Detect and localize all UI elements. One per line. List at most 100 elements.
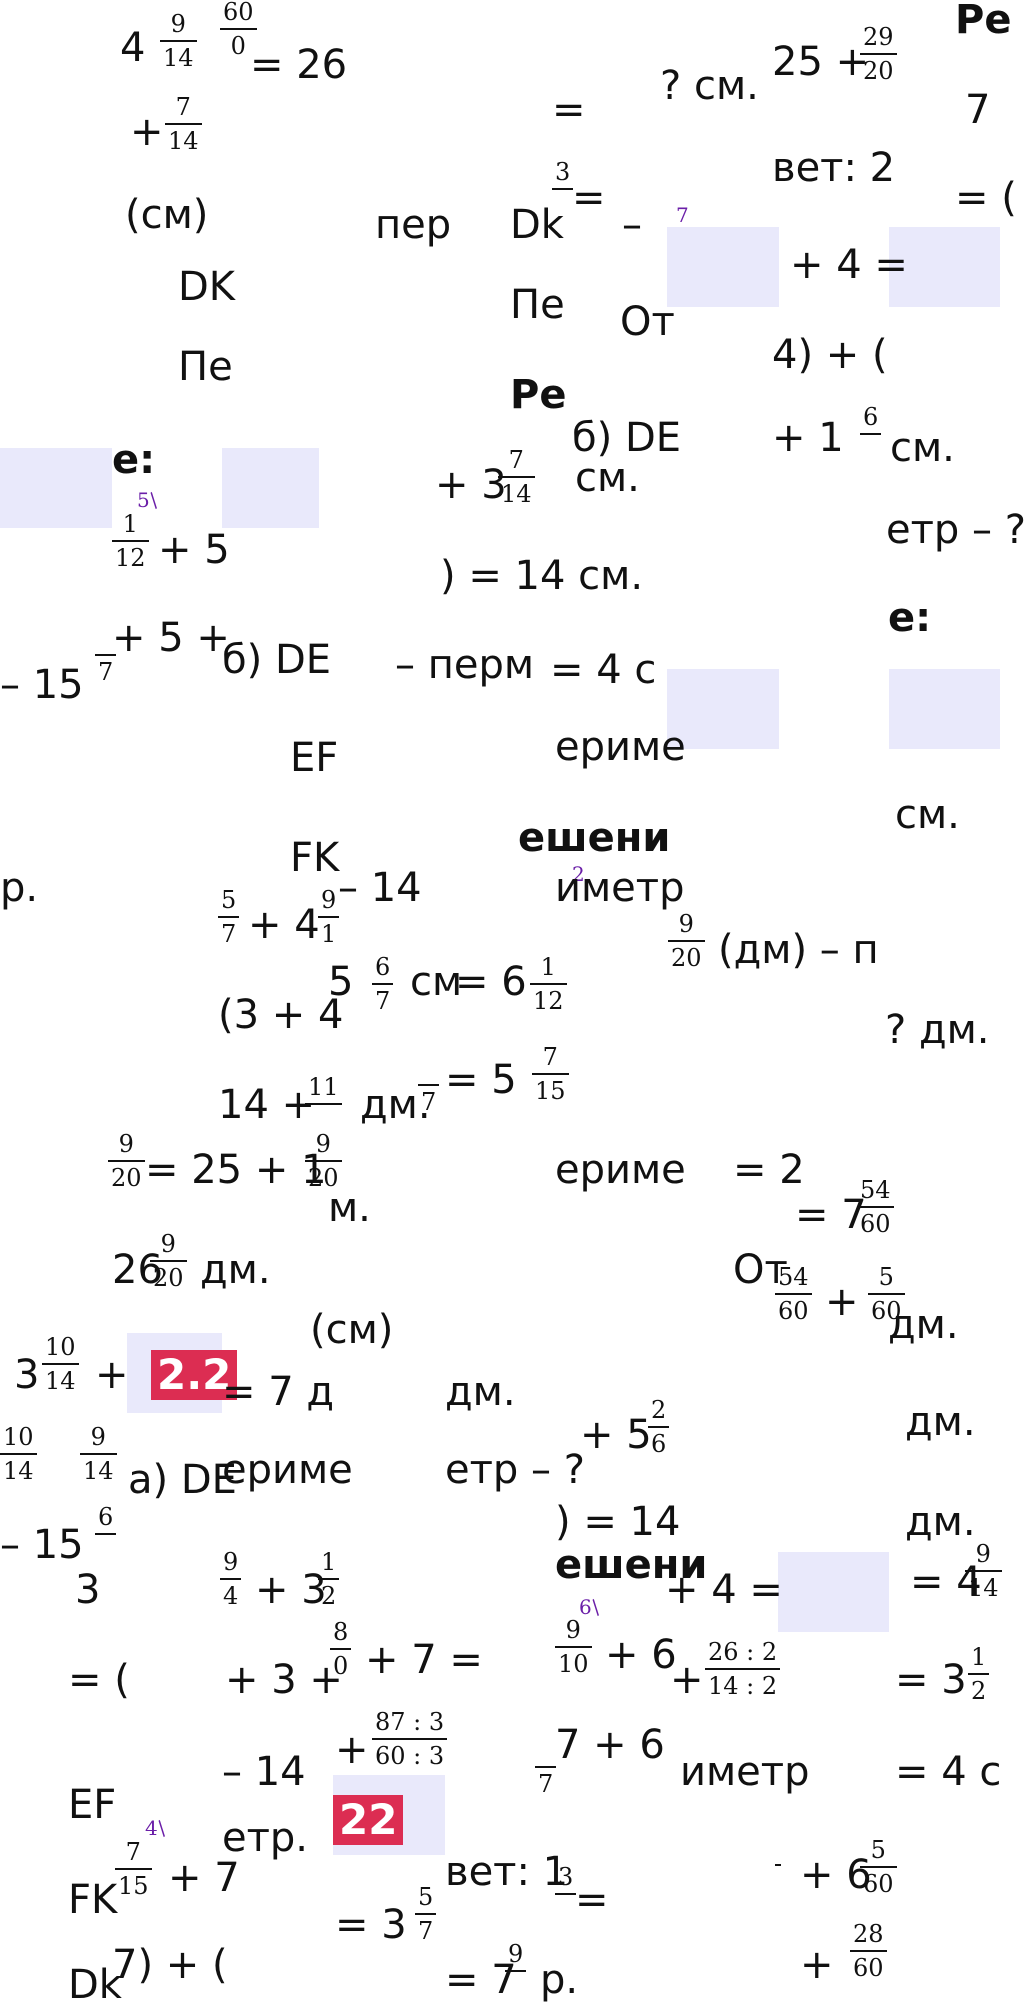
text-fragment: дм. <box>445 1369 516 1415</box>
text-fragment: = 7 <box>445 1957 517 2003</box>
text-fragment: 5 <box>328 959 354 1005</box>
text-fragment: = 3 <box>895 1657 967 1703</box>
highlight-box <box>0 448 112 528</box>
text-fragment: 3 <box>14 1352 40 1398</box>
text-fragment: 7) + ( <box>112 1942 228 1988</box>
text-fragment: + <box>825 1279 859 1325</box>
text-fragment: = 7 <box>795 1192 867 1238</box>
text-fragment: + 5 + <box>112 615 230 661</box>
text-fragment: – 14 <box>338 865 422 911</box>
text-fragment: + 3 <box>255 1567 327 1613</box>
text-fragment: б) DE <box>572 415 682 461</box>
text-fragment: 7 <box>965 87 991 133</box>
cancel-mark: 4/ <box>145 1816 171 1840</box>
fraction: 7 <box>535 1762 557 1796</box>
text-fragment: ) = 14 см. <box>440 553 644 599</box>
text-fragment: EF <box>68 1782 117 1828</box>
text-fragment: 3 <box>75 1567 101 1613</box>
text-fragment: = 4 <box>910 1559 982 1605</box>
text-fragment: етр – ? <box>886 507 1026 553</box>
text-fragment: дм. <box>888 1302 959 1348</box>
text-fragment: етр – ? <box>445 1447 585 1493</box>
text-fragment: ериме <box>555 1147 686 1193</box>
text-fragment: б) DE <box>222 637 332 683</box>
text-fragment: 7 + 6 <box>555 1722 665 1768</box>
text-fragment: (см) <box>125 192 209 238</box>
text-fragment: = 7 д <box>222 1369 335 1415</box>
text-fragment: иметр <box>555 865 685 911</box>
text-fragment: (см) <box>310 1307 394 1353</box>
text-fragment: (3 + 4 <box>218 992 344 1038</box>
text-fragment: = <box>575 1877 609 1923</box>
text-fragment: Dk <box>510 202 564 248</box>
text-fragment: р. <box>540 1957 579 2003</box>
text-fragment: м. <box>328 1185 371 1231</box>
text-fragment: = 2 <box>733 1147 805 1193</box>
text-fragment: + 6 <box>605 1632 677 1678</box>
text-fragment: см. <box>895 792 960 838</box>
text-fragment: + <box>670 1657 704 1703</box>
text-fragment: = 6 <box>455 959 527 1005</box>
text-fragment: + 3 + <box>225 1657 343 1703</box>
text-fragment: = <box>572 175 606 221</box>
text-fragment: = 3 <box>335 1902 407 1948</box>
fraction: 6 <box>860 405 882 439</box>
fraction: 3 <box>555 1865 577 1899</box>
text-fragment: Пе <box>178 344 233 390</box>
text-fragment: дм. <box>360 1082 431 1128</box>
text-fragment: 14 + <box>218 1082 316 1128</box>
text-fragment: + 6 <box>800 1852 872 1898</box>
text-fragment: Ре <box>510 372 567 418</box>
text-fragment: ериме <box>555 724 686 770</box>
text-fragment: 25 + <box>772 39 870 85</box>
cancel-mark: 2 <box>572 862 585 886</box>
text-fragment: + <box>95 1352 129 1398</box>
text-fragment: р. <box>0 865 39 911</box>
text-fragment: пер <box>375 202 452 248</box>
cancel-mark: 6/ <box>579 1595 605 1619</box>
text-fragment: = 5 <box>445 1057 517 1103</box>
text-fragment: DK <box>178 264 236 310</box>
text-fragment: = ( <box>68 1657 130 1703</box>
text-fragment: етр. <box>222 1815 309 1861</box>
text-fragment: Dk <box>68 1962 122 2008</box>
text-fragment: – 14 <box>222 1749 306 1795</box>
text-fragment: дм. <box>905 1399 976 1445</box>
cancel-mark: 5/ <box>137 488 163 512</box>
text-fragment: + 4 = <box>665 1567 783 1613</box>
highlight-box <box>889 669 1000 749</box>
text-fragment: ? дм. <box>885 1007 990 1053</box>
text-fragment: 4 <box>120 25 146 71</box>
fraction: 11 <box>305 1075 342 1109</box>
text-fragment: ешени <box>555 1542 708 1588</box>
text-fragment: 26 <box>112 1247 163 1293</box>
text-fragment: 4) + ( <box>772 332 888 378</box>
text-fragment: + <box>130 109 164 155</box>
text-fragment: вет: 2 <box>772 145 896 191</box>
text-fragment: = 25 + 1 <box>145 1147 327 1193</box>
text-fragment: + 5 <box>158 527 230 573</box>
highlight-box <box>667 227 779 307</box>
text-fragment: От <box>620 299 675 345</box>
text-fragment: – перм <box>395 642 535 688</box>
text-fragment: FK <box>290 835 340 881</box>
